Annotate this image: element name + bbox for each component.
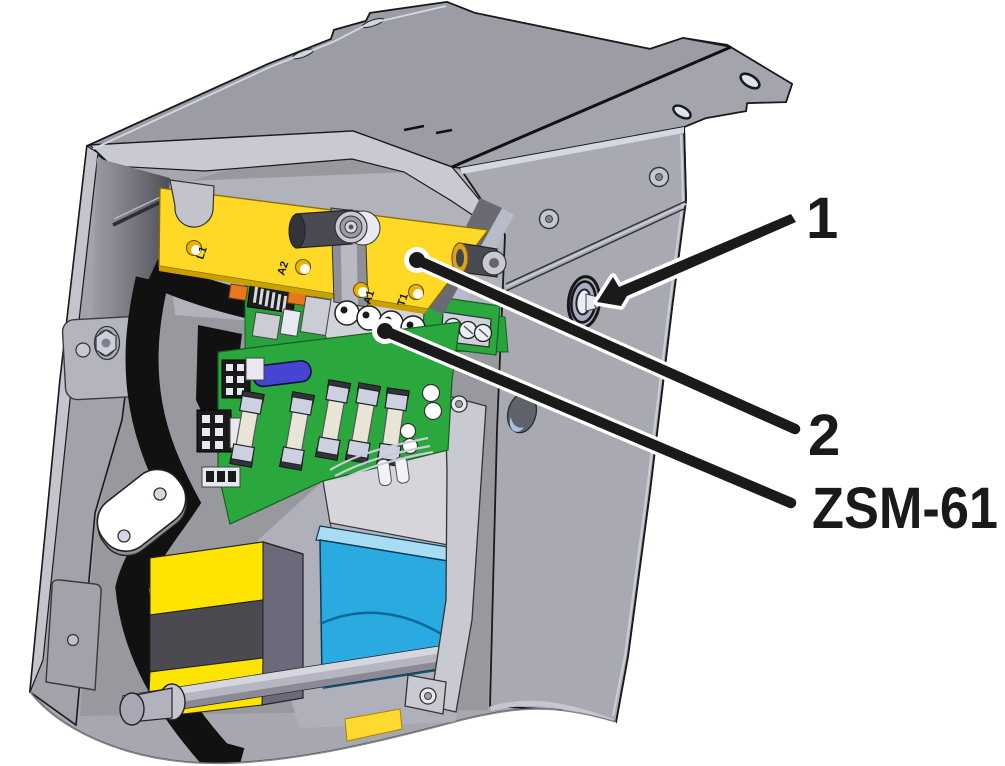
svg-text:T1: T1 [395,292,410,308]
svg-text:2: 2 [808,403,840,468]
svg-text:L1: L1 [194,245,209,261]
svg-text:ZSM-61: ZSM-61 [812,476,998,541]
svg-text:1: 1 [806,186,838,251]
svg-text:A2: A2 [275,260,291,277]
svg-text:A1: A1 [361,289,377,306]
